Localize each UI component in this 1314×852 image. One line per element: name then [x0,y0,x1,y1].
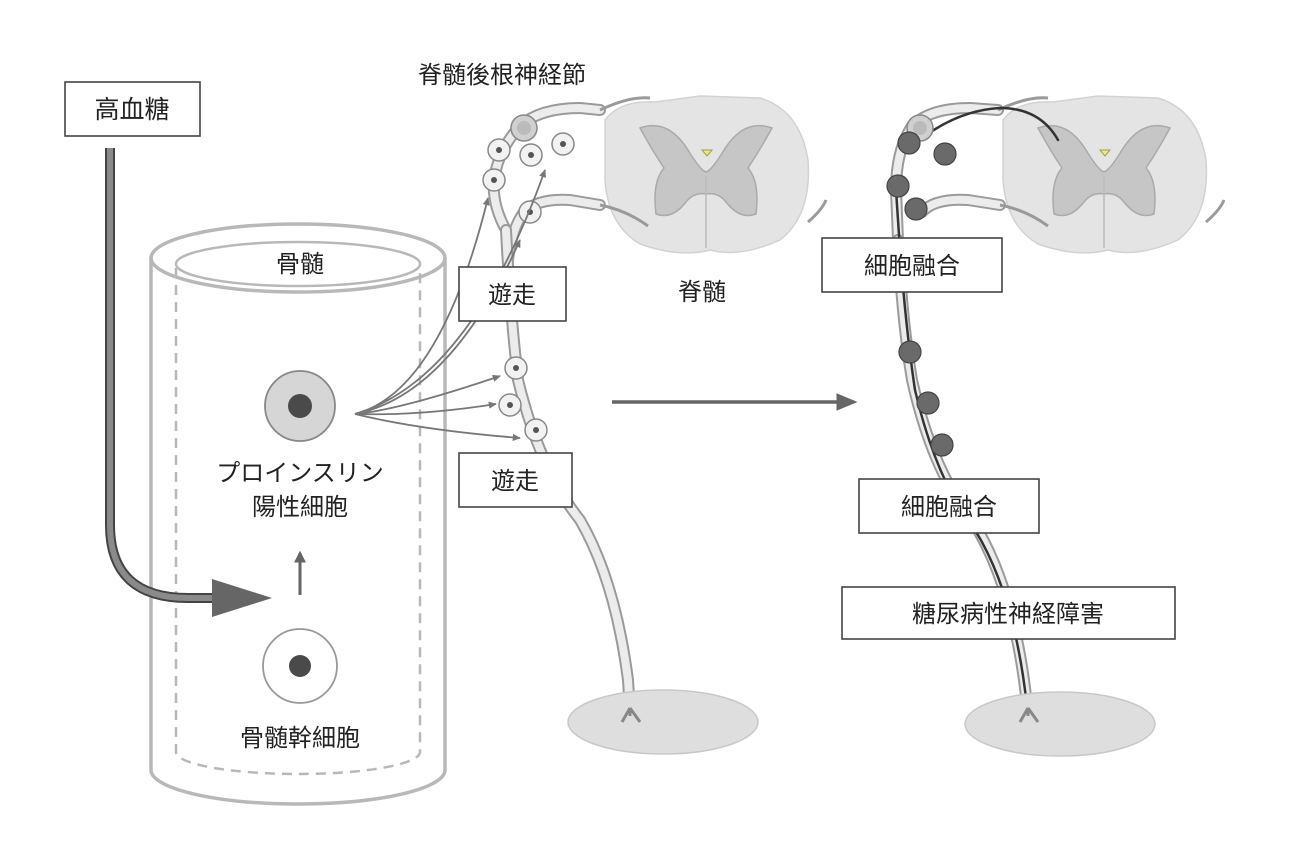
cell-fusion-box-lower: 細胞融合 [858,478,1040,534]
nerve-ending-left [620,707,642,723]
migration-box-upper: 遊走 [458,266,567,322]
migration-label-lower: 遊走 [491,467,539,495]
high-glucose-box: 高血糖 [64,81,201,137]
migrated-cells-lower [498,356,548,442]
cell-fusion-label-lower: 細胞融合 [901,493,997,521]
nerve-ending-right [1018,707,1040,723]
cell-fusion-label-upper: 細胞融合 [864,252,960,280]
migrated-cells-upper [482,132,575,224]
bone-marrow-stem-cell [262,628,338,704]
diabetic-neuropathy-label: 糖尿病性神経障害 [912,600,1104,628]
migration-label-upper: 遊走 [488,281,536,309]
cell-fusion-box-upper: 細胞融合 [821,237,1003,293]
high-glucose-label: 高血糖 [94,95,169,124]
bone-marrow-cylinder [149,222,447,806]
high-glucose-arrow [105,148,218,603]
proinsulin-positive-cell [264,370,336,442]
drg-neuron-left [510,114,538,142]
proinsulin-cell-label-1: プロインスリン [216,459,384,487]
bone-marrow-label: 骨髄 [276,250,324,278]
spinal-cord-label: 脊髄 [678,278,726,306]
target-tissue-right [964,691,1156,757]
bm-stem-cell-label: 骨髄幹細胞 [240,724,360,752]
fused-cells [886,131,957,457]
migration-arrows [354,169,546,442]
high-glucose-arrowhead [212,579,272,617]
diabetic-neuropathy-box: 糖尿病性神経障害 [841,586,1176,640]
target-tissue-left [567,689,759,755]
spinal-cord-right [1002,95,1208,254]
spinal-cord-left [604,95,810,254]
migration-box-lower: 遊走 [458,452,573,508]
proinsulin-cell-label-2: 陽性細胞 [252,493,348,521]
drg-label: 脊髄後根神経節 [418,61,586,89]
